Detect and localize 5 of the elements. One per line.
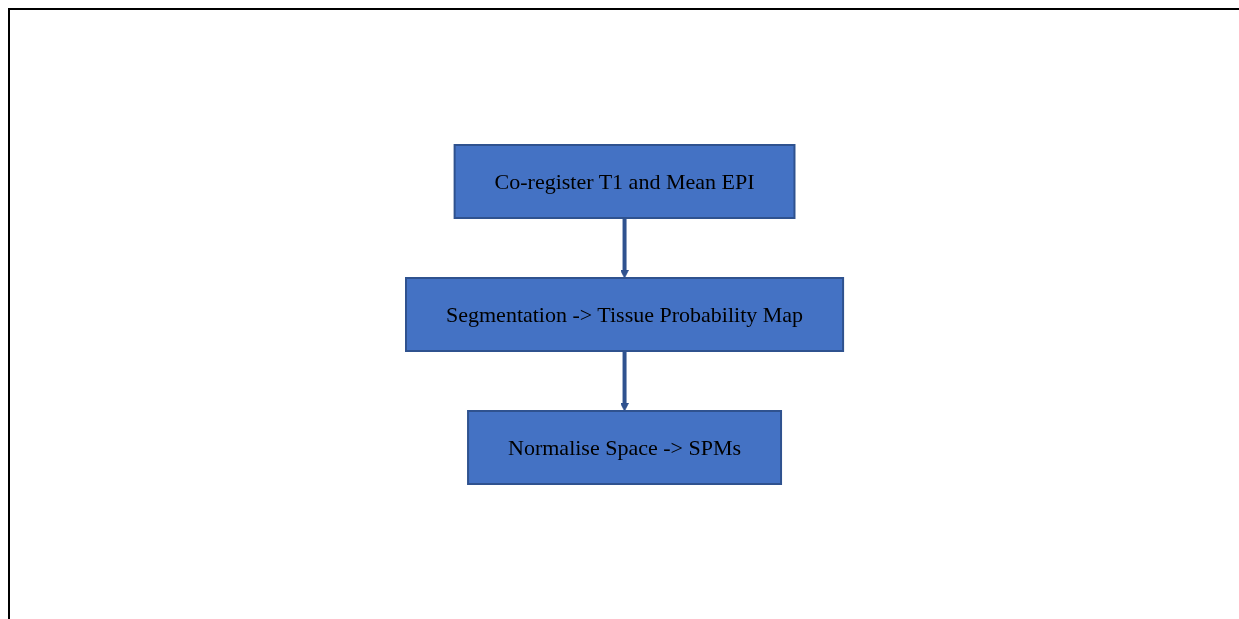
node-box: Segmentation -> Tissue Probability Map xyxy=(404,277,845,352)
node-box: Normalise Space -> SPMs xyxy=(467,410,782,485)
arrow xyxy=(620,351,629,412)
node-box: Co-register T1 and Mean EPI xyxy=(453,144,796,219)
arrow xyxy=(620,218,629,279)
